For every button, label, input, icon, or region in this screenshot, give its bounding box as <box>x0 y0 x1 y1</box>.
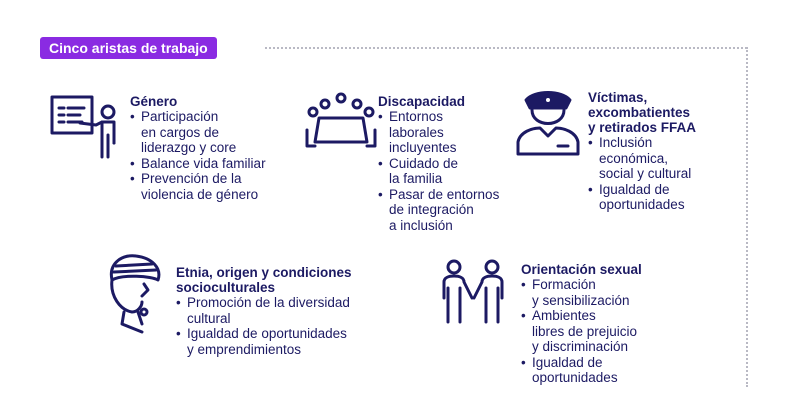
list-item: Entornos laborales incluyentes <box>378 109 499 156</box>
officer-cap-icon <box>512 86 584 158</box>
section-victimas: Víctimas, excombatientes y retirados FFA… <box>588 90 696 213</box>
list-item: Cuidado de la familia <box>378 156 499 187</box>
section-title: Cinco aristas de trabajo <box>40 37 217 59</box>
list-item: Inclusión económica, social y cultural <box>588 135 696 182</box>
section-heading: Género <box>130 94 178 109</box>
section-heading: Etnia, origen y condiciones sociocultura… <box>176 265 352 295</box>
section-genero: Género Participación en cargos de lidera… <box>130 94 266 202</box>
list-item: Igualdad de oportunidades <box>588 182 696 213</box>
section-orientacion-sexual: Orientación sexual Formación y sensibili… <box>521 262 642 386</box>
headwrap-woman-icon <box>102 252 167 334</box>
list-item: Balance vida familiar <box>130 156 266 172</box>
section-heading: Víctimas, excombatientes y retirados FFA… <box>588 90 697 135</box>
section-heading: Orientación sexual <box>521 262 642 277</box>
meeting-table-icon <box>305 92 377 152</box>
list-item: Ambientes libres de prejuicio y discrimi… <box>521 308 642 355</box>
dotted-divider-horizontal <box>265 47 747 49</box>
list-item: Igualdad de oportunidades <box>521 355 642 386</box>
presentation-board-icon <box>50 95 125 160</box>
section-etnia: Etnia, origen y condiciones sociocultura… <box>176 265 352 357</box>
list-item: Formación y sensibilización <box>521 277 642 308</box>
list-item: Promoción de la diversidad cultural <box>176 295 352 326</box>
list-item: Prevención de la violencia de género <box>130 171 266 202</box>
list-item: Pasar de entornos de integración a inclu… <box>378 187 499 234</box>
section-discapacidad: Discapacidad Entornos laborales incluyen… <box>378 94 499 233</box>
two-people-holding-hands-icon <box>440 258 506 326</box>
dotted-divider-vertical <box>746 47 748 387</box>
list-item: Igualdad de oportunidades y emprendimien… <box>176 326 352 357</box>
section-heading: Discapacidad <box>378 94 466 109</box>
list-item: Participación en cargos de liderazgo y c… <box>130 109 266 156</box>
